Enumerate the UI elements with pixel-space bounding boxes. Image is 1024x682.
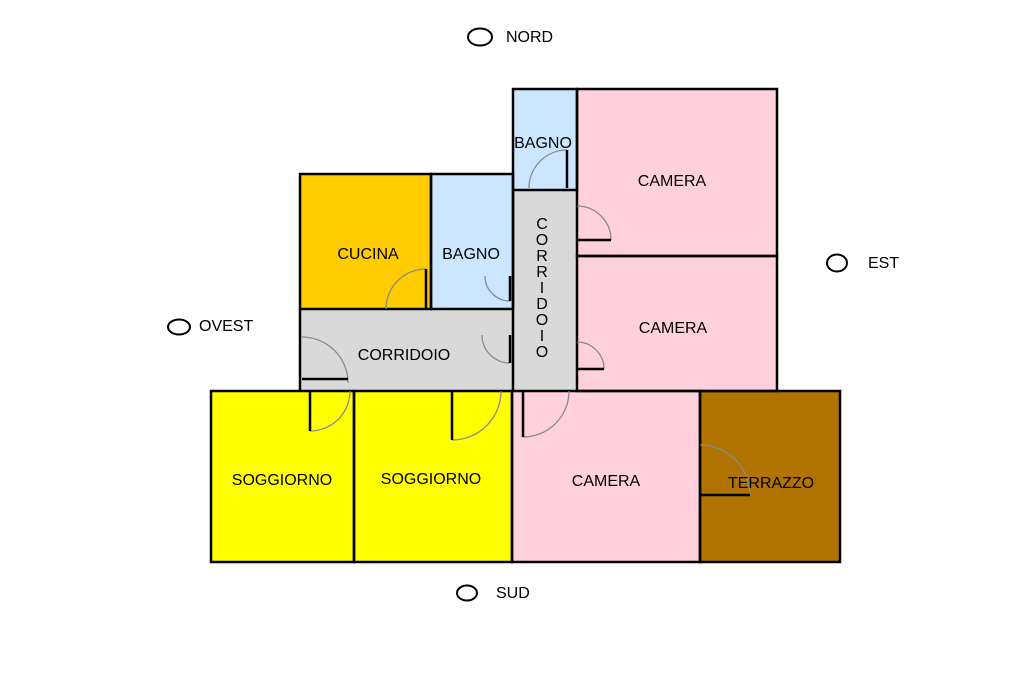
door-corridoio-west	[301, 336, 349, 384]
label-camera-northeast: CAMERA	[638, 173, 707, 190]
compass-west-label: OVEST	[199, 318, 253, 335]
label-soggiorno-1: SOGGIORNO	[232, 472, 332, 489]
door-soggiorno-1	[309, 390, 351, 432]
label-corridoio-vertical-letter: O	[536, 344, 548, 361]
label-corridoio-vertical-letter: I	[540, 280, 544, 297]
room-camera-northeast	[577, 89, 777, 256]
door-cucina	[385, 268, 427, 310]
door-camera-east	[576, 341, 605, 370]
label-camera-east: CAMERA	[639, 320, 708, 337]
compass-east: EST	[826, 253, 899, 273]
label-bagno-center: BAGNO	[442, 246, 500, 263]
walls	[209, 87, 842, 564]
label-camera-south: CAMERA	[572, 473, 641, 490]
label-corridoio-vertical-letter: I	[540, 328, 544, 345]
compass-west: OVEST	[167, 318, 253, 336]
room-camera-south	[512, 391, 700, 562]
compass-east-marker	[826, 253, 848, 273]
compass-south-marker	[456, 584, 478, 602]
compass-south: SUD	[456, 584, 530, 602]
label-corridoio-vertical-letter: R	[536, 264, 548, 281]
label-bagno-north: BAGNO	[514, 135, 572, 152]
compass-north: NORD	[467, 27, 553, 47]
label-soggiorno-2: SOGGIORNO	[381, 471, 481, 488]
compass-west-marker	[167, 318, 191, 336]
door-bagno-center	[484, 275, 511, 302]
room-cucina	[300, 174, 431, 309]
compass-south-label: SUD	[496, 585, 530, 602]
door-bagno-north	[528, 149, 568, 189]
room-soggiorno-1	[211, 391, 354, 562]
door-terrazzo	[699, 444, 751, 496]
label-terrazzo: TERRAZZO	[728, 475, 814, 492]
room-camera-east	[577, 256, 777, 391]
label-corridoio-vertical-letter: D	[536, 296, 548, 313]
door-camera-south	[522, 390, 570, 438]
room-terrazzo	[700, 391, 840, 562]
door-soggiorno-2	[451, 390, 502, 441]
door-camera-northeast	[576, 205, 612, 241]
label-corridoio: CORRIDOIO	[358, 347, 450, 364]
label-corridoio-vertical-letter: O	[536, 312, 548, 329]
compass-east-label: EST	[868, 255, 899, 272]
room-corridoio	[300, 309, 513, 391]
label-cucina: CUCINA	[337, 246, 399, 263]
label-corridoio-vertical-letter: O	[536, 232, 548, 249]
doors	[301, 149, 751, 497]
room-bagno-center	[431, 174, 513, 309]
compass-north-label: NORD	[506, 29, 553, 46]
compass-north-marker	[467, 27, 493, 47]
room-soggiorno-2	[354, 391, 512, 562]
door-corridoio-vertical	[481, 334, 511, 364]
label-corridoio-vertical-letter: C	[536, 216, 548, 233]
room-corridoio-vertical	[513, 190, 577, 391]
label-corridoio-vertical-letter: R	[536, 248, 548, 265]
